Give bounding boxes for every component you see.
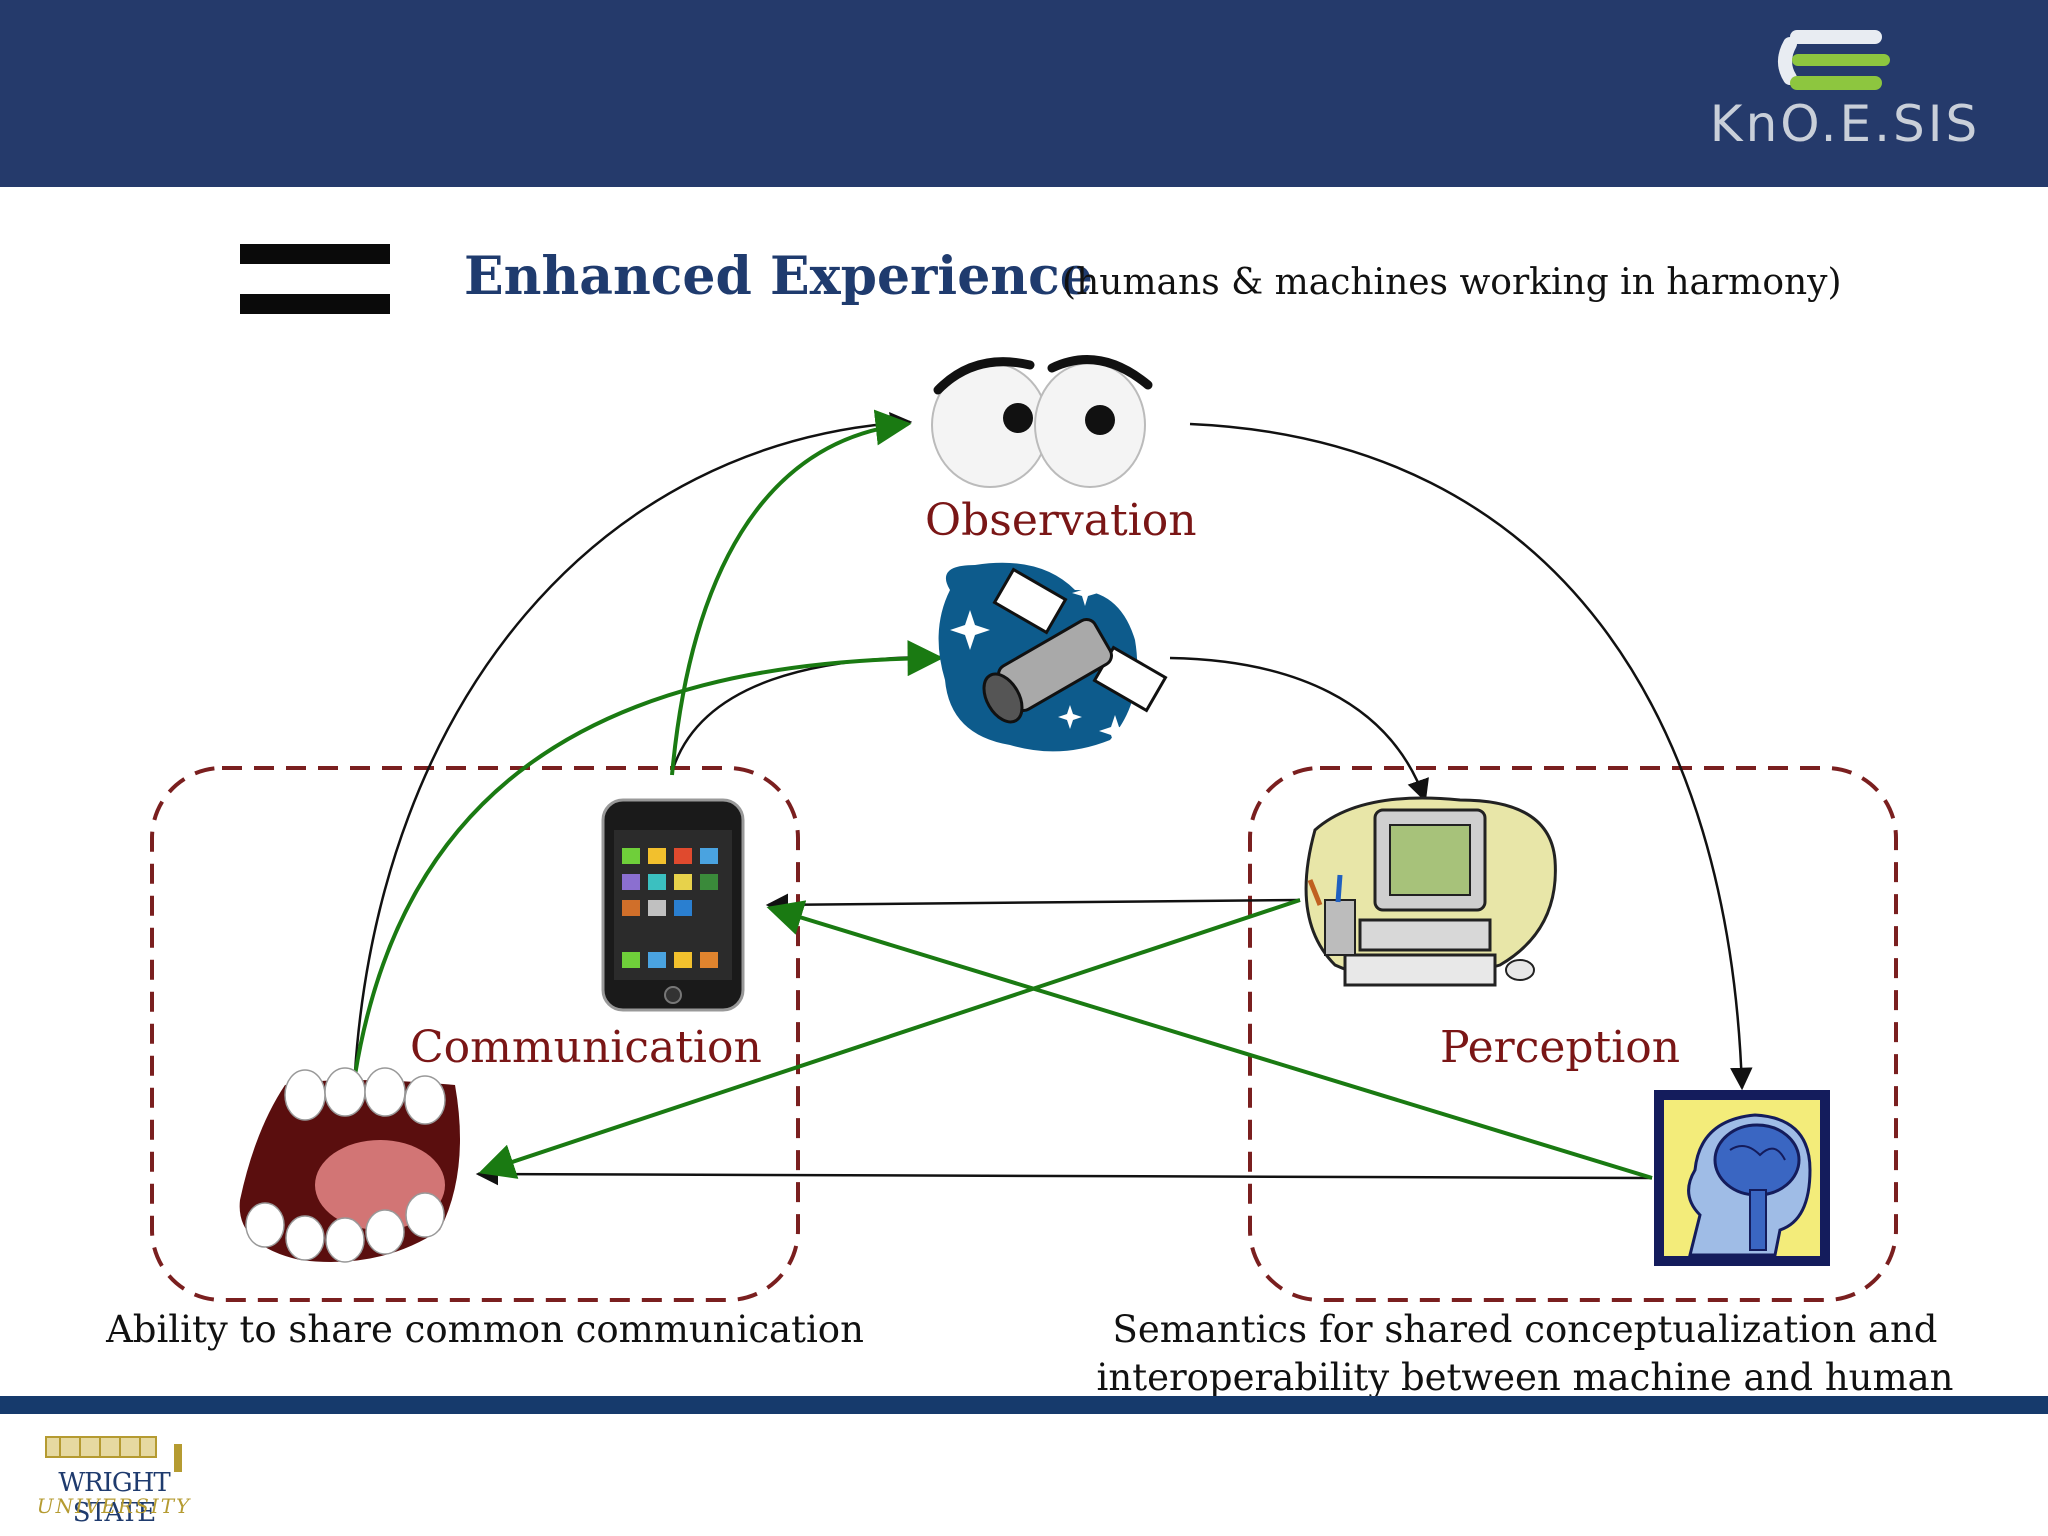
- smartphone-icon: [601, 798, 745, 1012]
- computer-icon: [1304, 796, 1557, 987]
- knoesis-logo: KnO.E.SIS: [1680, 20, 2010, 160]
- university-subtitle: UNIVERSITY: [36, 1494, 192, 1518]
- semantics-caption-line2: interoperability between machine and hum…: [1096, 1356, 1954, 1399]
- communication-group-box: [150, 766, 800, 1302]
- university-name: WRIGHT STATE: [58, 1468, 170, 1528]
- arrow-computer-to-phone: [765, 893, 1301, 917]
- green-arrow-computer-to-mouth: [478, 898, 1301, 1179]
- header-bar: KnO.E.SIS: [0, 0, 2048, 187]
- wright-state-logo: WRIGHT STATE UNIVERSITY: [14, 1430, 214, 1530]
- perception-group-box: [1248, 766, 1898, 1302]
- arrow-phone-to-satellite: [670, 655, 946, 773]
- arrow-satellite-to-computer: [1169, 656, 1429, 803]
- arrow-eyes-to-brain: [1189, 422, 1753, 1091]
- brain-head-icon: [1654, 1090, 1830, 1266]
- footer-divider: [0, 1396, 2048, 1414]
- arrow-mouth-to-eyes: [353, 411, 913, 1073]
- wsu-building-icon: [45, 1436, 182, 1472]
- logo-text: KnO.E.SIS: [1709, 95, 1981, 153]
- communication-label: Communication: [410, 1022, 762, 1073]
- green-arrow-phone-to-eyes: [670, 409, 912, 776]
- perception-label: Perception: [1440, 1022, 1681, 1073]
- page-subtitle: (humans & machines working in harmony): [1062, 262, 1842, 303]
- green-arrow-brain-to-phone: [766, 900, 1653, 1180]
- satellite-sos-icon: [938, 562, 1168, 752]
- semantics-caption: Semantics for shared conceptualization a…: [1095, 1306, 1955, 1402]
- equals-icon: [240, 244, 390, 314]
- knoesis-e-icon: [1778, 30, 1890, 90]
- observation-label: Observation: [925, 495, 1197, 546]
- green-arrow-mouth-to-satellite: [353, 640, 944, 1076]
- semantics-caption-line1: Semantics for shared conceptualization a…: [1112, 1308, 1938, 1351]
- eyes-icon: [931, 355, 1153, 488]
- arrow-brain-to-mouth: [475, 1162, 1653, 1186]
- mouth-icon: [239, 1067, 460, 1263]
- communication-caption: Ability to share common communication: [106, 1308, 864, 1351]
- page-title: Enhanced Experience: [464, 246, 1093, 307]
